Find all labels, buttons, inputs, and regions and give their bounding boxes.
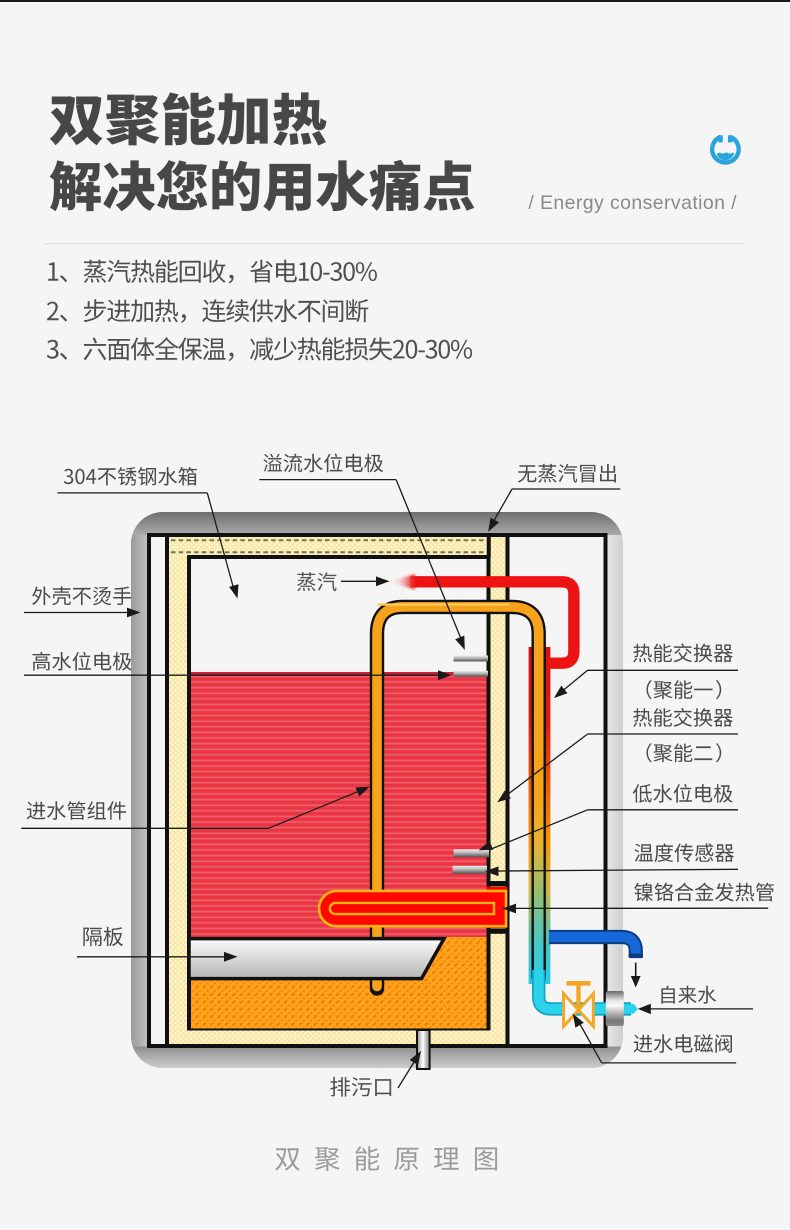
svg-text:/ Energy conservation /: / Energy conservation / — [528, 192, 737, 214]
